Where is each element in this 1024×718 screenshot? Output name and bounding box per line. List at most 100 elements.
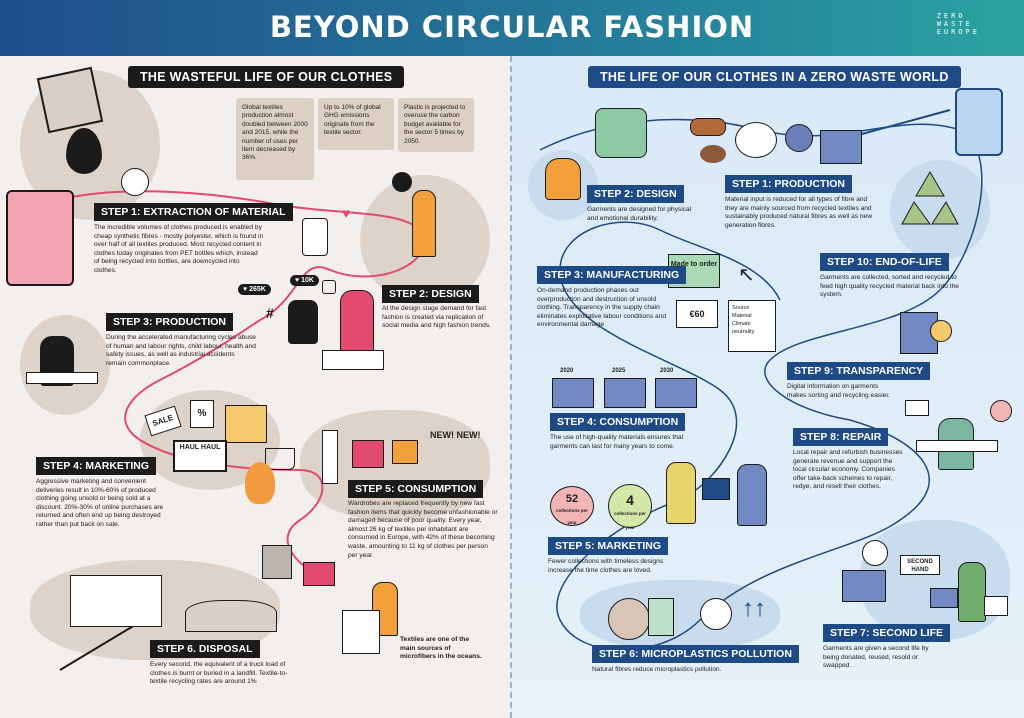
tshirt-icon: [392, 440, 418, 464]
sweater-right-icon: [820, 130, 862, 164]
haul-label: HAUL HAUL: [179, 444, 221, 451]
cotton-right-icon: [700, 598, 732, 630]
logo-line-2: WASTE: [936, 20, 973, 28]
right-step-9-label: STEP 9: TRANSPARENCY: [787, 362, 931, 380]
shirt-2025-icon: [604, 378, 646, 408]
right-step-10-text: Garments are collected, sorted and recyc…: [820, 274, 959, 299]
center-divider: [510, 56, 512, 718]
microfibre-note: Textiles are one of the main sources of …: [400, 636, 482, 661]
left-step-4-label: STEP 4: MARKETING: [36, 457, 156, 475]
designer-right-icon: [545, 158, 581, 200]
new-label: NEW! NEW!: [430, 430, 481, 440]
logo-line-1: ZERO: [936, 12, 966, 20]
shirt-2030-icon: [655, 378, 697, 408]
repair-table-icon: [916, 440, 998, 452]
right-step-5-label: STEP 5: MARKETING: [548, 537, 668, 555]
price-tag: €60: [676, 300, 718, 328]
info-card-climate: Climate neutrality: [732, 321, 755, 335]
left-step-3-text: During the accelerated manufacturing cyc…: [106, 334, 256, 367]
year-2020: 2020: [560, 368, 574, 374]
info-card-material: Material: [732, 313, 752, 319]
designer-icon: [392, 172, 412, 192]
likes-count: 265K: [249, 286, 266, 293]
instagram-icon: [322, 280, 336, 294]
washing-machine-icon: [342, 610, 380, 654]
percent-tag-icon: %: [190, 400, 214, 428]
scan-hand-icon: [930, 320, 952, 342]
hashtag-icon: #: [266, 305, 274, 321]
wood-log-icon: [690, 118, 726, 136]
second-hand-sign: SECOND HAND: [900, 555, 940, 575]
people-with-clothes-icon: [595, 108, 647, 158]
views-count: 10K: [301, 277, 314, 284]
right-step-7-text: Garments are given a second life by bein…: [823, 645, 929, 670]
left-step-2-label: STEP 2: DESIGN: [382, 285, 479, 303]
hanging-shirt-icon: [930, 588, 958, 608]
right-step-4-text: The use of high-quality materials ensure…: [550, 434, 684, 450]
recycle-icon: [900, 168, 960, 228]
right-step-7-label: STEP 7: SECOND LIFE: [823, 624, 950, 642]
yarn-ball-icon: [785, 124, 813, 152]
year-2030: 2030: [660, 368, 674, 374]
collections-old-unit: collections per year: [556, 508, 588, 525]
fact-production-doubled: Global textiles production almost double…: [236, 98, 314, 180]
pincushion-icon: [990, 400, 1012, 422]
year-2025: 2025: [612, 368, 626, 374]
catwalk-icon: [322, 350, 384, 370]
right-step-3-text: On-demand production phases out overprod…: [537, 287, 667, 329]
hanging-blouse-icon: [984, 596, 1008, 616]
page-title: BEYOND CIRCULAR FASHION: [269, 10, 755, 44]
info-card-source: Source: [732, 305, 750, 311]
right-step-8-text: Local repair and refurbish businesses ge…: [793, 449, 903, 491]
sweater-icon: [352, 440, 384, 468]
sale-tag-label: SALE: [151, 412, 175, 429]
tshirt-in-bin-icon: [303, 562, 335, 586]
woman-second-hand-icon: [958, 562, 986, 622]
left-step-6-text: Every second, the equivalent of a truck …: [150, 661, 288, 686]
factory-incinerator-icon: [70, 575, 162, 627]
shopping-basket-icon: [265, 448, 295, 470]
views-badge: ♥ 10K: [290, 275, 319, 286]
thread-spool-icon: [6, 190, 74, 286]
left-heading: THE WASTEFUL LIFE OF OUR CLOTHES: [128, 66, 405, 88]
second-hand-label: SECOND HAND: [907, 559, 933, 573]
woman-shopper-icon: [666, 462, 696, 524]
coffee-beans-icon: [700, 145, 726, 163]
left-step-1-text: The incredible volumes of clothes produc…: [94, 224, 264, 274]
title-banner: BEYOND CIRCULAR FASHION ZERO WASTE EUROP…: [0, 0, 1024, 56]
new-label-text: NEW! NEW!: [430, 430, 481, 440]
right-step-3-label: STEP 3: MANUFACTURING: [537, 266, 687, 284]
right-step-4-label: STEP 4: CONSUMPTION: [550, 413, 686, 431]
right-step-5-text: Fewer collections with timeless designs …: [548, 558, 664, 574]
fact-ghg-emissions: Up to 10% of global GHG emissions origin…: [318, 98, 394, 150]
collections-52-badge: 52 collections per year: [550, 486, 594, 526]
cursor-icon: ↖: [738, 264, 755, 286]
cotton-icon: [121, 168, 149, 196]
model-icon: [340, 290, 374, 356]
trousers-icon: [322, 430, 338, 484]
right-step-9-text: Digital information on garments makes so…: [787, 383, 890, 399]
flask-icon: [648, 598, 674, 636]
microplastics-petri-icon: [608, 598, 650, 640]
thread-spool-right-icon: [955, 88, 1003, 156]
right-step-10-label: STEP 10: END-OF-LIFE: [820, 253, 949, 271]
percent-label: %: [197, 408, 207, 419]
left-step-2-text: At the design stage demand for fast fash…: [382, 305, 491, 330]
logo-line-3: EUROPE: [936, 28, 980, 36]
price-tag-label: €60: [689, 309, 705, 319]
left-step-3-label: STEP 3: PRODUCTION: [106, 313, 233, 331]
right-step-8-label: STEP 8: REPAIR: [793, 428, 889, 446]
right-blob-2: [890, 160, 990, 260]
fact-plastic-carbon: Plastic is projected to overuse the carb…: [398, 98, 474, 152]
heart-icon: ♥: [342, 205, 351, 221]
right-step-2-text: Garments are designed for physical and e…: [587, 206, 692, 222]
collections-old-num: 52: [565, 493, 579, 505]
right-step-2-label: STEP 2: DESIGN: [587, 185, 684, 203]
right-step-6-text: Natural fibres reduce microplastics poll…: [592, 666, 722, 673]
zero-waste-europe-logo: ZERO WASTE EUROPE: [937, 12, 980, 36]
measuring-tape-icon: [905, 400, 929, 416]
arrows-up-icon: ↑↑: [742, 595, 766, 622]
photographer-icon: [288, 300, 318, 344]
shirt-2020-icon: [552, 378, 594, 408]
fire-icon: [245, 462, 275, 504]
